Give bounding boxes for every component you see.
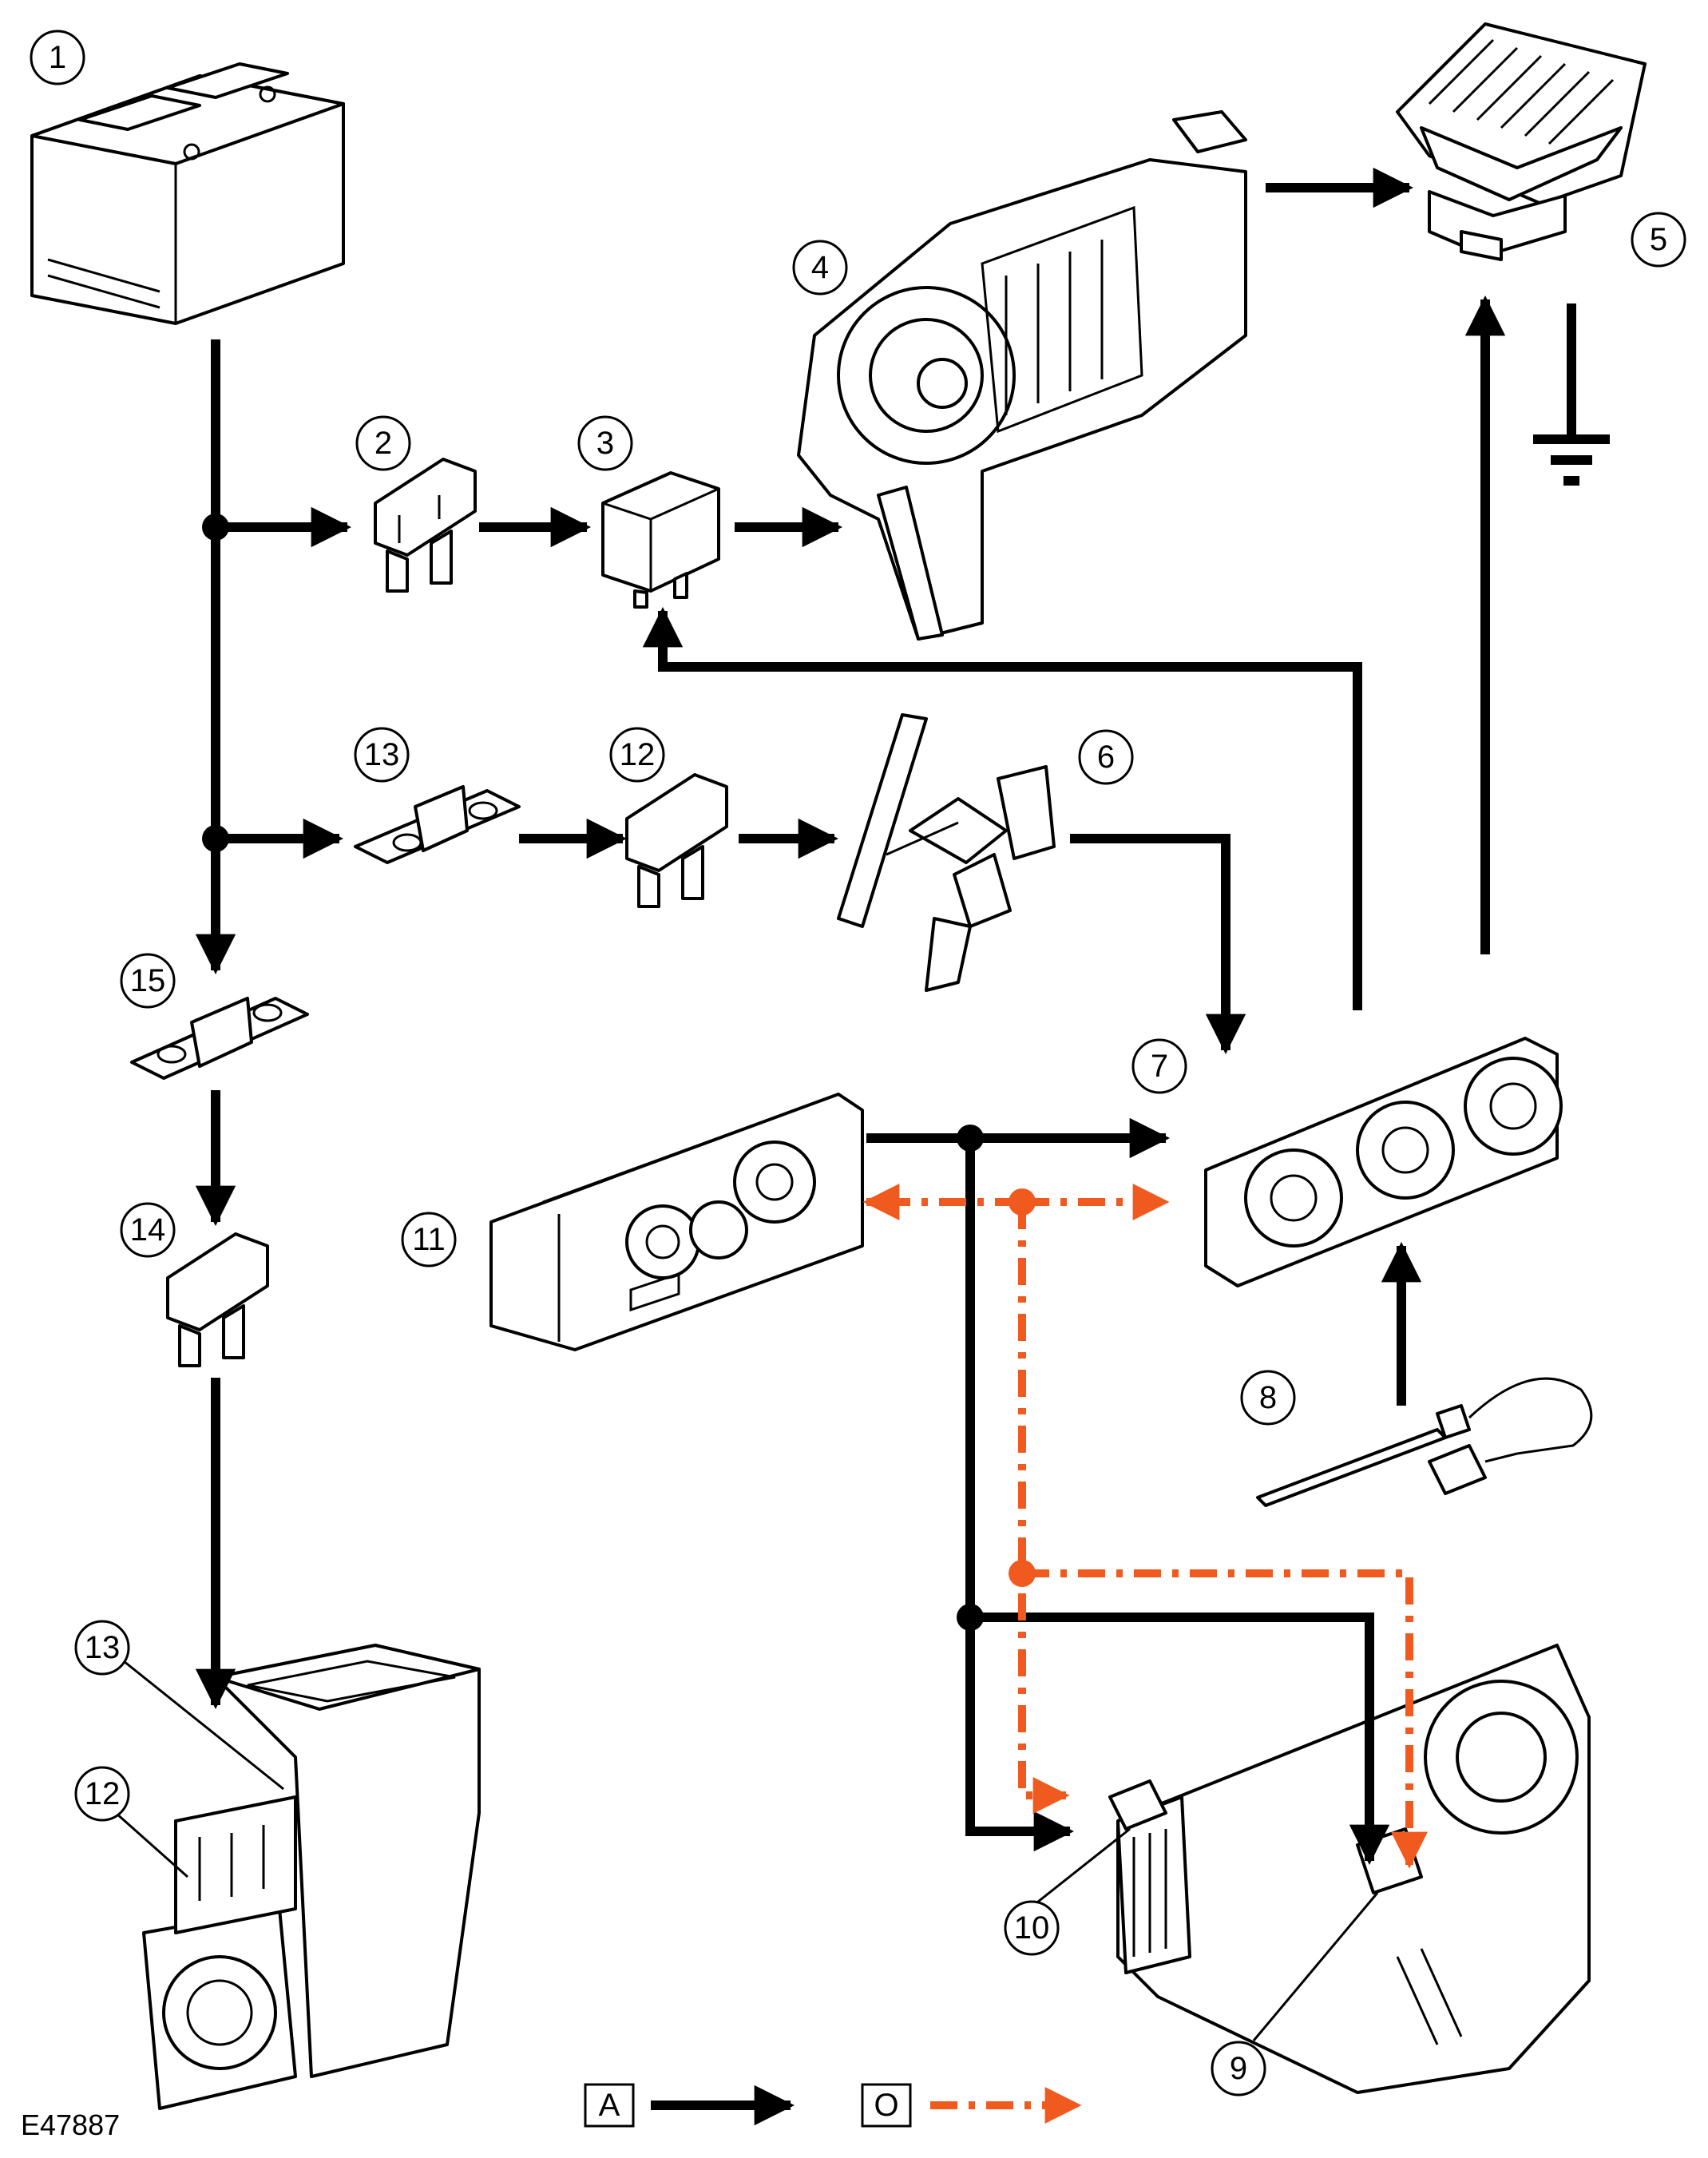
svg-text:12: 12	[85, 1776, 121, 1811]
relay-3	[601, 471, 720, 609]
leader-lines	[115, 1660, 1379, 2041]
svg-text:4: 4	[811, 250, 829, 285]
cool-box-assembly	[142, 1644, 481, 2110]
callout-14: 14	[120, 1202, 176, 1258]
callout-12-bottom: 12	[74, 1766, 130, 1822]
figure-id: E47887	[21, 2108, 121, 2141]
callout-11: 11	[401, 1212, 457, 1267]
valve-component-6	[837, 713, 1056, 992]
callout-13-bottom: 13	[74, 1620, 130, 1676]
callout-15: 15	[120, 953, 176, 1009]
legend: A O	[584, 2083, 1082, 2128]
svg-text:9: 9	[1230, 2051, 1247, 2086]
svg-text:7: 7	[1151, 1049, 1168, 1084]
svg-text:11: 11	[412, 1222, 446, 1257]
hvac-assembly-9-10	[1108, 1644, 1591, 2094]
callout-12: 12	[609, 727, 665, 783]
ground-symbol	[1533, 303, 1610, 486]
blower-motor-5	[1396, 22, 1647, 261]
callout-2: 2	[355, 415, 411, 471]
fuse-2	[374, 458, 477, 593]
temperature-sensor-8	[1256, 1377, 1593, 1507]
callout-9: 9	[1211, 2041, 1266, 2097]
callout-4: 4	[792, 240, 848, 296]
callout-6: 6	[1078, 729, 1134, 785]
callout-8: 8	[1240, 1370, 1296, 1426]
supply-wires	[195, 167, 1506, 1866]
control-module-7	[1204, 1037, 1563, 1287]
mega-fuse-15	[130, 997, 309, 1080]
svg-text:A: A	[599, 2088, 620, 2123]
legend-item-o: O	[861, 2083, 1082, 2128]
battery-component	[30, 62, 345, 325]
svg-text:8: 8	[1259, 1380, 1277, 1415]
svg-text:2: 2	[374, 426, 392, 461]
climate-control-panel-11	[489, 1093, 864, 1351]
callout-7: 7	[1131, 1038, 1187, 1094]
fuse-12	[625, 773, 728, 908]
junction-dots	[202, 514, 1036, 1631]
legend-item-a: A	[584, 2083, 795, 2128]
svg-text:5: 5	[1650, 222, 1667, 257]
signal-wires	[862, 1184, 1428, 1869]
svg-text:12: 12	[620, 737, 656, 772]
callout-10: 10	[1004, 1900, 1060, 1956]
svg-text:10: 10	[1014, 1910, 1050, 1946]
hvac-housing-4	[797, 110, 1247, 641]
callout-3: 3	[577, 415, 633, 471]
mega-fuse-13	[354, 785, 521, 864]
svg-text:1: 1	[49, 40, 66, 75]
svg-text:15: 15	[130, 963, 166, 998]
callout-1: 1	[30, 30, 85, 85]
svg-text:13: 13	[85, 1630, 121, 1665]
svg-text:O: O	[874, 2088, 898, 2123]
svg-text:14: 14	[130, 1212, 166, 1248]
svg-text:6: 6	[1097, 740, 1115, 775]
svg-text:13: 13	[364, 737, 400, 772]
callout-13: 13	[354, 727, 410, 783]
fuse-14	[166, 1232, 269, 1367]
callout-5: 5	[1631, 212, 1686, 268]
svg-text:3: 3	[596, 426, 614, 461]
